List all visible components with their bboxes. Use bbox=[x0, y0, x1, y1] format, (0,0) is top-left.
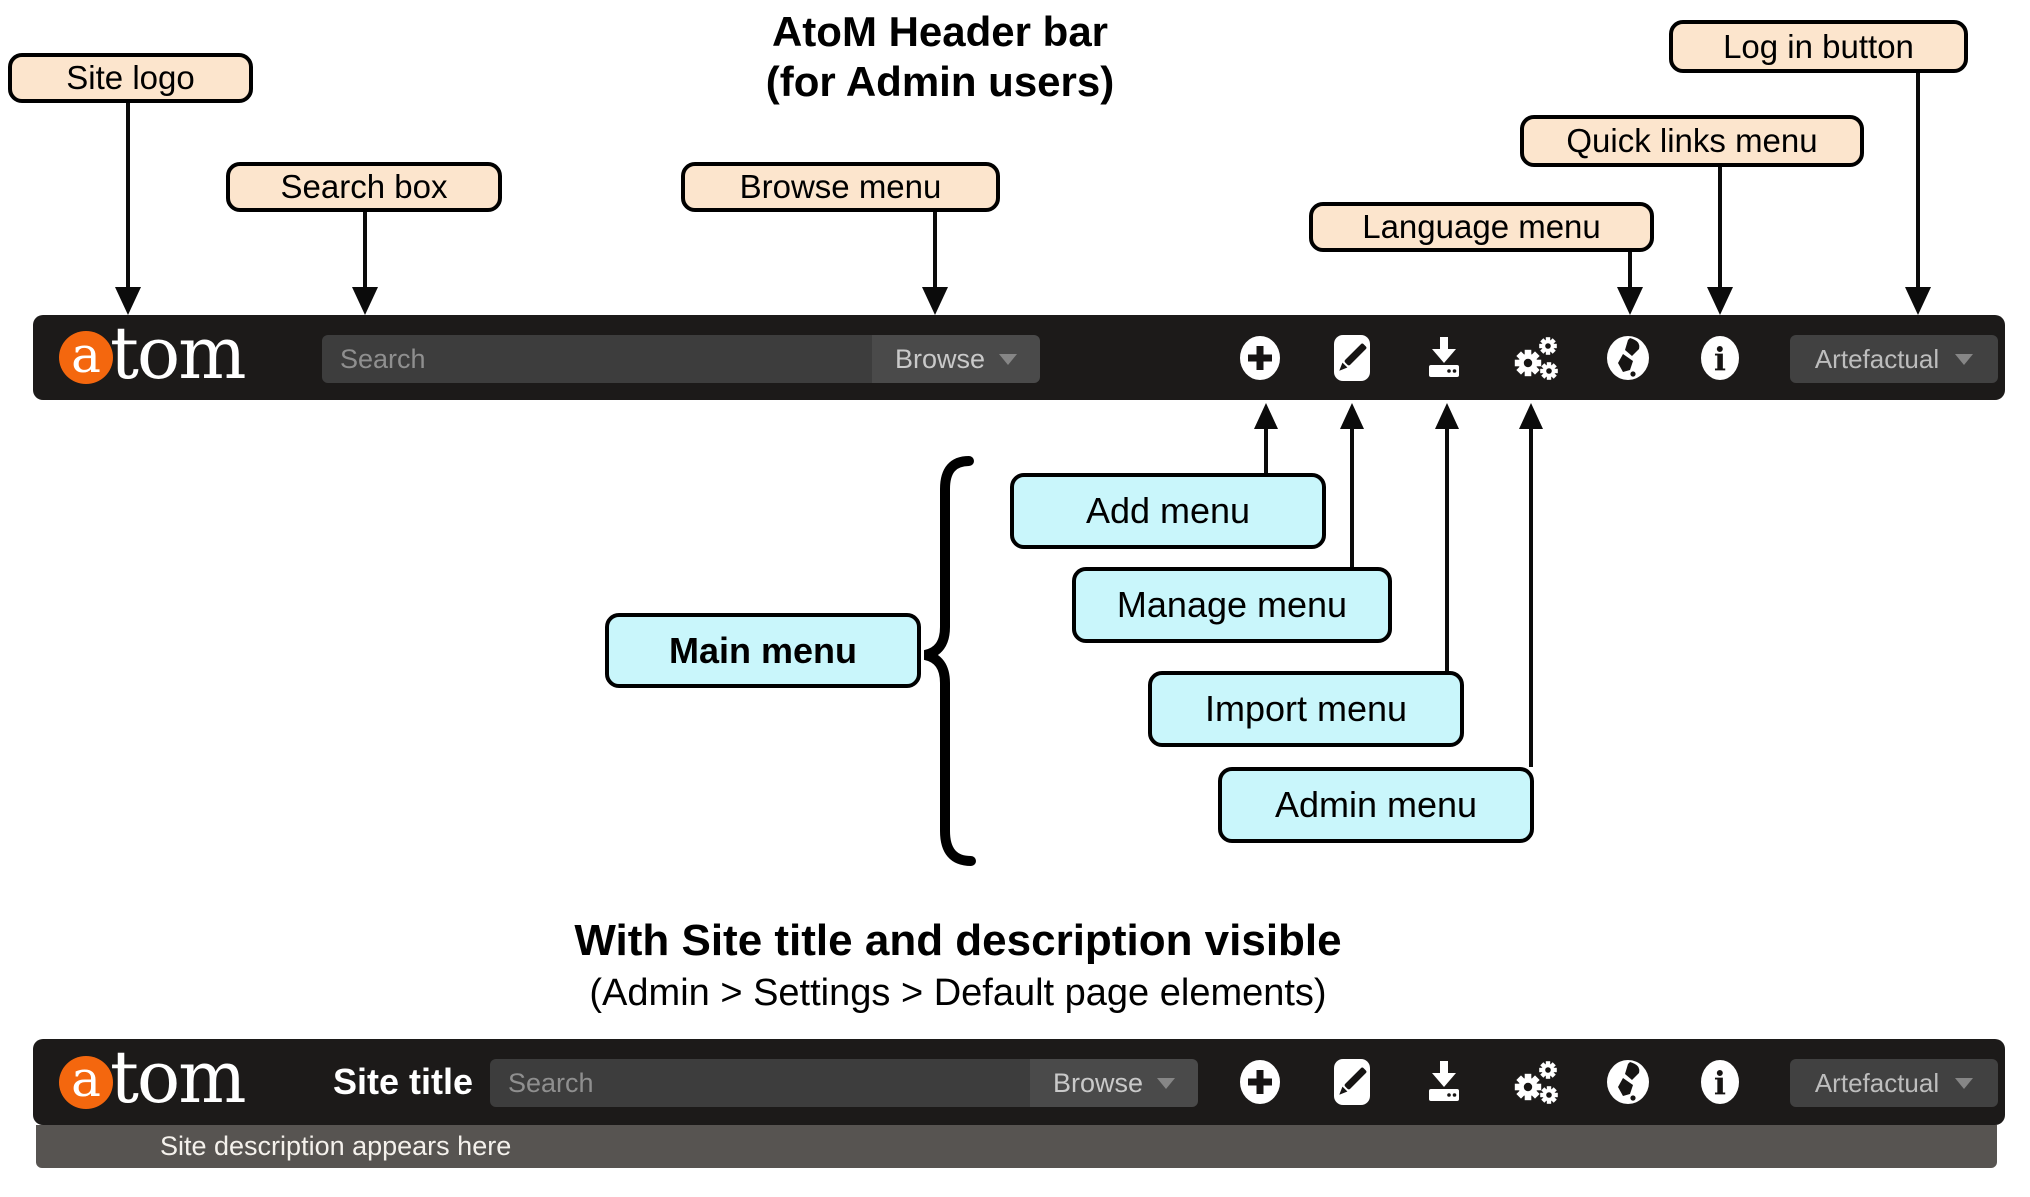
import-download-icon[interactable] bbox=[1421, 1058, 1467, 1106]
browse-label: Browse bbox=[894, 343, 986, 374]
atom-logo-a-circle: a bbox=[59, 1050, 113, 1109]
search-input[interactable] bbox=[490, 1059, 1030, 1107]
atom-logo-text: tom bbox=[110, 1035, 247, 1119]
arrow-line-quick-links bbox=[1718, 167, 1722, 289]
callout-main-menu: Main menu bbox=[605, 613, 921, 688]
admin-gears-icon[interactable] bbox=[1513, 334, 1559, 382]
header-bar-with-site-title: a tom Site title Browse bbox=[33, 1039, 2005, 1125]
arrow-line-manage-menu bbox=[1350, 427, 1354, 567]
site-title[interactable]: Site title bbox=[333, 1061, 474, 1102]
account-label: Artefactual bbox=[1814, 343, 1940, 374]
arrow-head-browse-menu bbox=[922, 287, 948, 315]
site-description-bar: Site description appears here bbox=[36, 1125, 1997, 1168]
header-bar-admin: a tom Browse bbox=[33, 315, 2005, 400]
arrow-head-log-in bbox=[1905, 287, 1931, 315]
callout-manage-menu: Manage menu bbox=[1072, 567, 1392, 643]
callout-search-box: Search box bbox=[226, 162, 502, 212]
arrow-head-add-menu bbox=[1254, 403, 1278, 429]
search-area: Browse bbox=[490, 1059, 1198, 1107]
arrow-line-admin-menu bbox=[1529, 427, 1533, 767]
atom-logo-a-circle: a bbox=[59, 326, 113, 384]
log-in-account-button[interactable]: Artefactual bbox=[1790, 1059, 1998, 1107]
arrow-head-quick-links bbox=[1707, 287, 1733, 315]
callout-site-logo: Site logo bbox=[8, 53, 253, 103]
arrow-head-site-logo bbox=[115, 287, 141, 315]
main-menu-icon-strip: i bbox=[1237, 315, 1743, 400]
diagram2-subtitle: (Admin > Settings > Default page element… bbox=[589, 972, 1327, 1014]
chevron-down-icon bbox=[999, 353, 1018, 365]
callout-quick-links-menu: Quick links menu bbox=[1520, 115, 1864, 167]
account-label: Artefactual bbox=[1814, 1067, 1940, 1098]
search-input[interactable] bbox=[322, 335, 872, 383]
callout-log-in-button: Log in button bbox=[1669, 20, 1968, 73]
add-icon[interactable] bbox=[1237, 1058, 1283, 1106]
main-menu-brace bbox=[923, 456, 976, 866]
quick-links-info-icon[interactable]: i bbox=[1697, 334, 1743, 382]
search-area: Browse bbox=[322, 335, 1040, 383]
diagram1-title-line2: (for Admin users) bbox=[765, 58, 1115, 105]
arrow-line-browse-menu bbox=[933, 212, 937, 289]
site-logo-link[interactable]: a tom bbox=[59, 1035, 247, 1125]
arrow-line-site-logo bbox=[126, 103, 130, 289]
svg-text:i: i bbox=[1714, 340, 1726, 378]
add-icon[interactable] bbox=[1237, 334, 1283, 382]
arrow-head-search-box bbox=[352, 287, 378, 315]
browse-menu-button[interactable]: Browse bbox=[1030, 1059, 1198, 1107]
admin-gears-icon[interactable] bbox=[1513, 1058, 1559, 1106]
arrow-head-admin-menu bbox=[1519, 403, 1543, 429]
callout-admin-menu: Admin menu bbox=[1218, 767, 1534, 843]
arrow-line-log-in bbox=[1916, 73, 1920, 289]
callout-language-menu: Language menu bbox=[1309, 202, 1654, 252]
arrow-line-import-menu bbox=[1445, 427, 1449, 671]
browse-label: Browse bbox=[1052, 1067, 1144, 1098]
site-description-text: Site description appears here bbox=[160, 1131, 512, 1161]
arrow-line-search-box bbox=[363, 212, 367, 289]
callout-browse-menu: Browse menu bbox=[681, 162, 1000, 212]
language-globe-icon[interactable] bbox=[1605, 334, 1651, 382]
quick-links-info-icon[interactable]: i bbox=[1697, 1058, 1743, 1106]
edit-pencil-icon[interactable] bbox=[1329, 1058, 1375, 1106]
main-menu-icon-strip: i bbox=[1237, 1039, 1743, 1125]
edit-pencil-icon[interactable] bbox=[1329, 334, 1375, 382]
arrow-head-language-menu bbox=[1617, 287, 1643, 315]
site-logo-link[interactable]: a tom bbox=[59, 310, 247, 400]
language-globe-icon[interactable] bbox=[1605, 1058, 1651, 1106]
log-in-account-button[interactable]: Artefactual bbox=[1790, 335, 1998, 383]
arrow-line-add-menu bbox=[1264, 427, 1268, 473]
diagram1-title-line1: AtoM Header bar bbox=[771, 8, 1109, 55]
arrow-line-language-menu bbox=[1628, 252, 1632, 289]
chevron-down-icon bbox=[1955, 353, 1974, 365]
callout-import-menu: Import menu bbox=[1148, 671, 1464, 747]
chevron-down-icon bbox=[1955, 1077, 1974, 1089]
browse-menu-button[interactable]: Browse bbox=[872, 335, 1040, 383]
chevron-down-icon bbox=[1157, 1077, 1176, 1089]
import-download-icon[interactable] bbox=[1421, 334, 1467, 382]
arrow-head-import-menu bbox=[1435, 403, 1459, 429]
diagram2-title: With Site title and description visible bbox=[574, 916, 1342, 965]
callout-add-menu: Add menu bbox=[1010, 473, 1326, 549]
atom-logo-text: tom bbox=[110, 310, 247, 395]
svg-text:i: i bbox=[1714, 1064, 1726, 1102]
arrow-head-manage-menu bbox=[1340, 403, 1364, 429]
